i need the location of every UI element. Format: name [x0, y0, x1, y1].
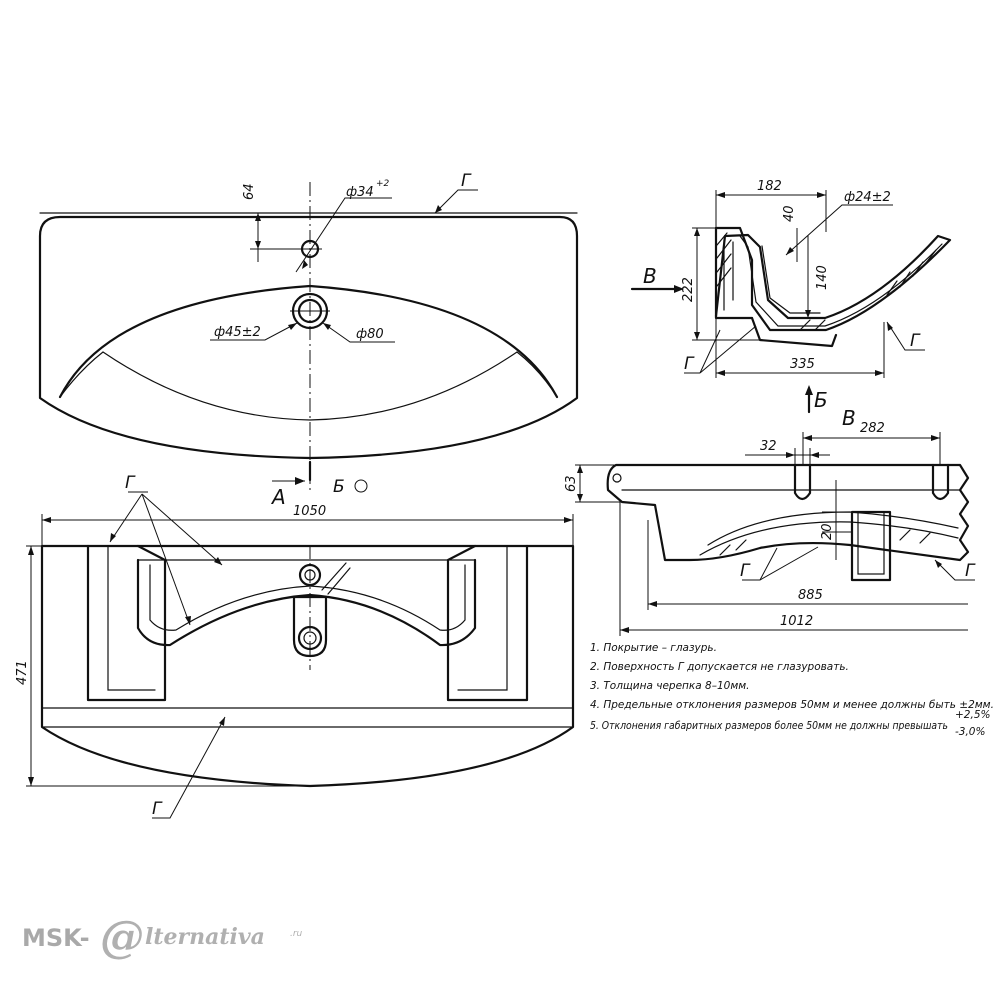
dim-222: 222: [681, 277, 696, 302]
dim-1050: 1050: [293, 504, 326, 519]
watermark-name: lternativa: [145, 924, 265, 950]
dim-24: ф24±2: [844, 190, 891, 205]
surface-label-front-top: Г: [125, 473, 136, 493]
watermark-logo: @: [100, 912, 144, 963]
dim-63: 63: [564, 475, 579, 492]
dim-282: 282: [860, 421, 885, 436]
watermark-suffix: .ru: [290, 929, 303, 939]
note-2: 2. Поверхность Г допускается не глазуров…: [590, 661, 849, 673]
side-section-profile: [714, 226, 952, 332]
front-view: 1050 471 Г Г: [15, 473, 575, 819]
surface-label-side-1: Г: [684, 354, 695, 374]
view-b: В 282 32 63: [564, 406, 976, 636]
tolerance-plus: +2,5%: [955, 709, 990, 721]
top-view: 64 ф34 +2 ф45±2 ф80 Г А Б: [38, 171, 579, 509]
view-b-title: В: [842, 406, 856, 430]
dim-34-tol: +2: [376, 179, 390, 189]
surface-label-front-bottom: Г: [152, 799, 163, 819]
dim-182: 182: [757, 179, 782, 194]
top-view-outline: [38, 215, 579, 460]
dim-140: 140: [815, 265, 830, 290]
dim-45: ф45±2: [214, 325, 261, 340]
dim-335: 335: [790, 357, 815, 372]
watermark-prefix: MSK-: [22, 924, 90, 952]
surface-label-side-2: Г: [910, 331, 921, 351]
dim-20: 20: [820, 523, 835, 540]
front-view-outline: [40, 544, 575, 788]
dim-1012: 1012: [780, 614, 813, 629]
dim-885: 885: [798, 588, 823, 603]
view-b-arrow-label: В: [643, 264, 657, 288]
surface-label-top: Г: [461, 171, 472, 191]
section-b-label: Б: [814, 388, 828, 412]
side-section: 182 ф24±2 40 140 222 335 В Б: [630, 179, 952, 414]
note-3: 3. Толщина черепка 8–10мм.: [590, 680, 750, 692]
note-4: 4. Предельные отклонения размеров 50мм и…: [590, 699, 994, 711]
note-5: 5. Отклонения габаритных размеров более …: [590, 720, 948, 732]
section-hatching: [716, 232, 937, 331]
dim-80: ф80: [356, 327, 384, 342]
view-b-profile: [606, 463, 970, 562]
watermark: MSK- @ lternativa .ru: [22, 912, 303, 963]
dim-34: ф34: [346, 185, 374, 200]
tolerance-minus: -3,0%: [955, 726, 985, 738]
section-a-label: А: [270, 485, 286, 509]
top-view-bowl-lower: [102, 351, 518, 421]
dim-471: 471: [15, 660, 30, 685]
surface-label-view-b-1: Г: [740, 561, 751, 581]
top-view-bowl: [58, 284, 559, 399]
notes-block: 1. Покрытие – глазурь. 2. Поверхность Г …: [590, 642, 994, 738]
surface-label-view-b-2: Г: [965, 561, 976, 581]
note-1: 1. Покрытие – глазурь.: [590, 642, 717, 654]
dim-40: 40: [782, 205, 797, 222]
section-b-label-top: Б: [333, 477, 345, 497]
dim-32: 32: [760, 439, 777, 454]
dim-64: 64: [242, 183, 257, 200]
